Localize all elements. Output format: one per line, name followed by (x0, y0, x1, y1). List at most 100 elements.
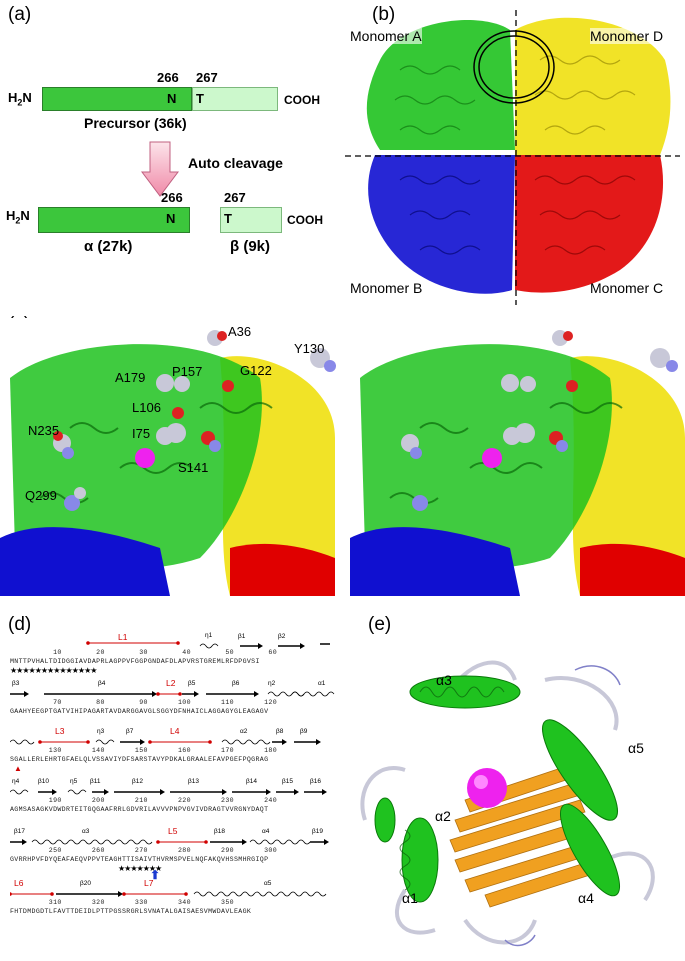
ss-eta5: η5 (70, 778, 78, 785)
seq-stars-5: ★★★★★★★ (118, 864, 162, 873)
helix-a3-label: α3 (436, 672, 452, 688)
seq-row-1: MNTTPVHALTDIDGGIAVDAPRLAGPPVFGGPGNDAFDLA… (10, 658, 260, 665)
ss-eta4: η4 (12, 778, 20, 785)
seq-row-6: FHTDMDGDTLFAVTTDEIDLPTTPGSSRGRLSVNATALGA… (10, 908, 252, 915)
stereo-left (0, 318, 336, 596)
panel-b-label: (b) (372, 4, 396, 25)
precursor-nterm: H2N (8, 90, 32, 108)
precursor-cterm: COOH (284, 93, 320, 107)
precursor-pos-n: 266 (157, 70, 179, 85)
ss-a5: α5 (264, 880, 272, 887)
beta-cterm: COOH (287, 213, 323, 227)
ss-eta2: η2 (268, 680, 276, 687)
alpha-subunit-bar (38, 207, 190, 233)
precursor-beta-segment (192, 87, 278, 111)
ss-l6: L6 (14, 878, 24, 888)
ss-b11: β11 (90, 778, 101, 785)
ss-b17: β17 (14, 828, 25, 835)
precursor-res-n: N (167, 91, 177, 106)
panel-e-label: (e) (368, 614, 392, 635)
residue-y130: Y130 (294, 341, 325, 356)
cleavage-site-arrow-icon: ⬆ (150, 868, 161, 882)
seq-nums-2: 70 80 90 100 110 120 (10, 699, 278, 706)
residue-g122: G122 (240, 363, 272, 378)
ss-b6: β6 (232, 680, 240, 687)
monomer-a-label: Monomer A (350, 28, 422, 44)
ss-b4: β4 (98, 680, 106, 687)
ss-b8: β8 (276, 728, 284, 735)
ss-b1: β1 (238, 633, 246, 640)
seq-row-4: AGMSASAGKVDWDRTEITGQGAAFRRLGDVRILAVVVPNP… (10, 806, 269, 813)
ss-b10: β10 (38, 778, 49, 785)
monomer-fold-structure (360, 660, 655, 947)
auto-cleavage-label: Auto cleavage (188, 155, 283, 171)
monomer-c-label: Monomer C (590, 280, 664, 296)
seq-row-5: GVRRHPVFDYQEAFAEQVPPVTEAGHTTISAIVTHVRMSP… (10, 856, 269, 863)
sequence-alignment: L1 η1 β1 β2 10 20 30 40 50 60 MNTTPVHALT… (0, 632, 340, 961)
ss-b19: β19 (312, 828, 323, 835)
ss-l3: L3 (55, 726, 65, 736)
ss-a3: α3 (82, 828, 90, 835)
monomer-d-ribbon (515, 17, 671, 156)
seq-stars-1: ★★★★★★★★★★★★★★ (10, 666, 97, 675)
alpha-beta-diagram: H2N N 266 α (27k) T 267 COOH β (9k) (0, 190, 335, 280)
seq-row-2: GAAHYEEGPTGATVIHIPAGARTAVDARGGAVGLSGGYDF… (10, 708, 269, 715)
seq-nums-3: 130 140 150 160 170 180 (10, 747, 278, 754)
residue-i75: I75 (132, 426, 151, 441)
helix-a4-label: α4 (578, 890, 594, 906)
ss-l2: L2 (166, 678, 176, 688)
ss-b13: β13 (188, 778, 199, 785)
alpha-res-n: N (166, 211, 176, 226)
cleavage-arrow (141, 141, 179, 197)
ss-l1: L1 (118, 632, 128, 642)
ss-b16: β16 (310, 778, 321, 785)
helix-a5-label: α5 (628, 740, 644, 756)
residue-n235: N235 (28, 423, 60, 438)
residue-s141: S141 (178, 460, 209, 475)
alpha-pos: 266 (161, 190, 183, 205)
ss-b7: β7 (126, 728, 134, 735)
ss-b3: β3 (12, 680, 20, 687)
residue-p157: P157 (172, 364, 203, 379)
ss-a4: α4 (262, 828, 270, 835)
seq-nums-5: 250 260 270 280 290 300 (10, 847, 278, 854)
ss-l7: L7 (144, 878, 154, 888)
monomer-d-label: Monomer D (590, 28, 664, 44)
alpha-caption: α (27k) (84, 238, 133, 255)
ss-b12: β12 (132, 778, 143, 785)
helix-a1-label: α1 (402, 890, 418, 906)
ss-b9: β9 (300, 728, 308, 735)
monomer-b-label: Monomer B (350, 280, 423, 296)
monomer-c-ribbon (515, 155, 664, 293)
stereo-right (350, 318, 685, 596)
ss-b14: β14 (246, 778, 257, 785)
ss-a1: α1 (318, 680, 326, 687)
seq-marker-3: ▲ (14, 764, 22, 773)
precursor-diagram: H2N N T 266 267 COOH Precursor (36k) (0, 70, 330, 140)
ss-eta3: η3 (97, 728, 105, 735)
active-site-stereo-view (0, 318, 685, 596)
seq-nums-6: 310 320 330 340 350 (10, 899, 234, 906)
residue-q299: Q299 (25, 488, 57, 503)
beta-subunit-bar (220, 207, 282, 233)
panel-d-label: (d) (8, 614, 32, 635)
ss-a2: α2 (240, 728, 248, 735)
ss-l4: L4 (170, 726, 180, 736)
ss-b20: β20 (80, 880, 91, 887)
residue-a36: A36 (228, 324, 252, 339)
ss-eta1: η1 (205, 632, 213, 639)
ss-b15: β15 (282, 778, 293, 785)
precursor-alpha-segment (42, 87, 192, 111)
ss-b2: β2 (278, 633, 286, 640)
beta-res-t: T (224, 211, 232, 226)
tetramer-structure (345, 10, 680, 305)
residue-a179: A179 (115, 370, 146, 385)
residue-l106: L106 (132, 400, 161, 415)
panel-a-label: (a) (8, 4, 32, 25)
precursor-caption: Precursor (36k) (84, 115, 187, 131)
precursor-res-t: T (196, 91, 204, 106)
ss-b18: β18 (214, 828, 225, 835)
helix-a2-label: α2 (435, 808, 451, 824)
seq-row-3: SGALLERLEHRTGFAELQLVSSAVIYDFSARSTAVYPDKA… (10, 756, 269, 763)
monomer-b-ribbon (368, 155, 515, 294)
